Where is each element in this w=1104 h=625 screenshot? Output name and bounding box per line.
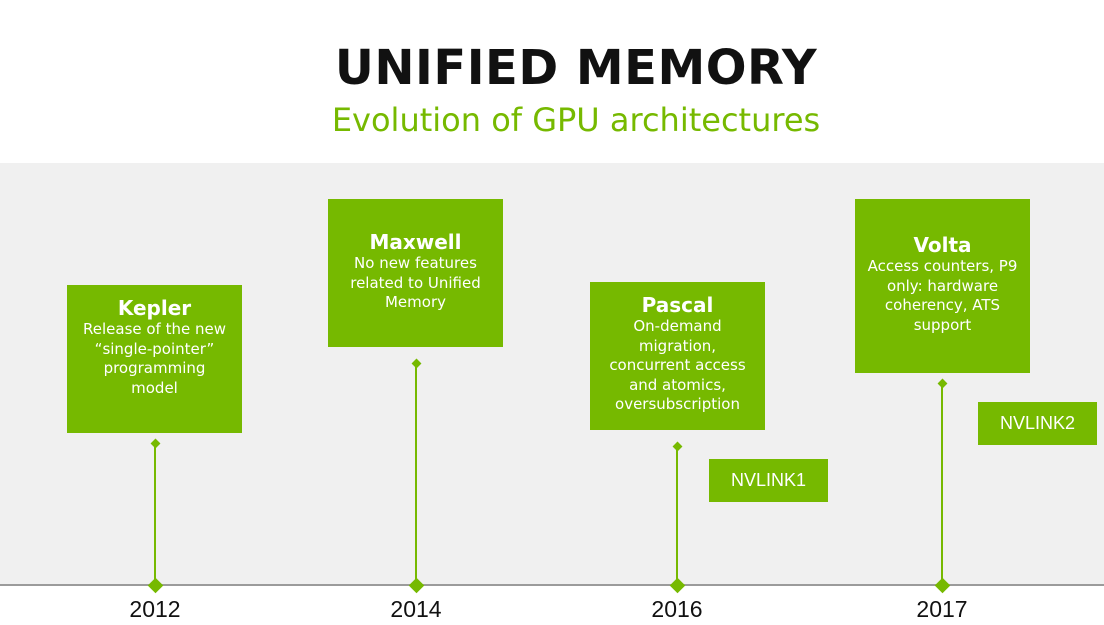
stem-kepler — [154, 443, 156, 584]
card-kepler: Kepler Release of the new “single-pointe… — [67, 285, 242, 433]
card-desc-maxwell: No new features related to Unified Memor… — [350, 254, 481, 311]
card-volta: Volta Access counters, P9 only: hardware… — [855, 199, 1030, 373]
year-label-2012: 2012 — [129, 596, 181, 622]
stem-maxwell — [415, 363, 417, 584]
card-name-pascal: Pascal — [641, 293, 714, 317]
card-desc-volta: Access counters, P9 only: hardware coher… — [867, 257, 1018, 334]
badge-nvlink1: NVLINK1 — [709, 459, 828, 502]
stem-volta — [941, 383, 943, 584]
card-desc-pascal: On-demand migration, concurrent access a… — [609, 317, 746, 413]
card-name-kepler: Kepler — [117, 296, 192, 320]
card-name-volta: Volta — [913, 233, 972, 257]
year-label-2014: 2014 — [390, 596, 442, 622]
timeline-axis — [0, 584, 1104, 586]
card-name-maxwell: Maxwell — [369, 230, 462, 254]
year-label-2016: 2016 — [651, 596, 703, 622]
year-label-2017: 2017 — [916, 596, 968, 622]
page-title: UNIFIED MEMORY — [334, 40, 818, 96]
card-desc-kepler: Release of the new “single-pointer” prog… — [83, 320, 226, 397]
stem-pascal — [676, 446, 678, 584]
card-pascal: Pascal On-demand migration, concurrent a… — [590, 282, 765, 430]
badge-nvlink2: NVLINK2 — [978, 402, 1097, 445]
page-subtitle: Evolution of GPU architectures — [331, 101, 821, 139]
card-maxwell: Maxwell No new features related to Unifi… — [328, 199, 503, 347]
